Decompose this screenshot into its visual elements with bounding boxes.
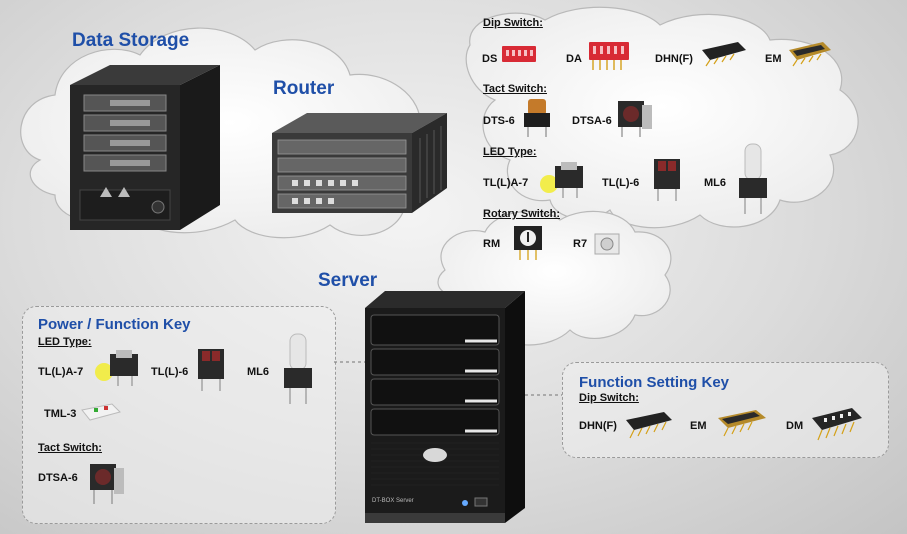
server-device	[365, 291, 525, 523]
fsk-dip-dhnf-image	[626, 412, 672, 439]
dip-em-label: EM	[765, 53, 782, 65]
led-ml6-label: ML6	[704, 177, 726, 189]
pfk-tact-switch-title: Tact Switch:	[38, 442, 102, 454]
tact-switch-title: Tact Switch:	[483, 83, 547, 95]
router-device	[272, 113, 447, 213]
dip-da-image	[589, 42, 629, 70]
pfk-led-tll6-image	[198, 349, 224, 391]
led-tll6-image	[654, 159, 680, 201]
power-function-key-title: Power / Function Key	[38, 316, 191, 333]
server-heading: Server	[318, 270, 378, 291]
function-setting-key-panel	[562, 362, 889, 458]
pfk-led-ml6-label: ML6	[247, 366, 269, 378]
dip-ds-image	[502, 46, 536, 62]
rotary-rm-image	[514, 226, 542, 260]
fsk-dip-dhnf-label: DHN(F)	[579, 420, 617, 432]
dip-dhnf-image	[702, 42, 746, 67]
fsk-dip-dm-image	[812, 408, 862, 441]
pfk-tact-dtsa6-image	[90, 464, 124, 504]
dip-ds-label: DS	[482, 53, 498, 65]
pfk-led-tlla7-image	[95, 350, 138, 386]
pfk-led-tll6-label: TL(L)-6	[151, 366, 189, 378]
rotary-rm-label: RM	[483, 238, 501, 250]
pfk-led-tlla7-label: TL(L)A-7	[38, 366, 84, 378]
pfk-led-type-title: LED Type:	[38, 336, 92, 348]
pfk-led-tml3-label: TML-3	[44, 408, 77, 420]
dip-em-image	[789, 42, 831, 67]
tact-dtsa6-label: DTSA-6	[572, 115, 612, 127]
dip-switch-title: Dip Switch:	[483, 17, 543, 29]
dip-da-label: DA	[566, 53, 582, 65]
tact-dts6-image	[524, 99, 550, 137]
led-type-title: LED Type:	[483, 146, 537, 158]
dip-dhnf-label: DHN(F)	[655, 53, 693, 65]
fsk-dip-switch-title: Dip Switch:	[579, 392, 639, 404]
led-tlla7-label: TL(L)A-7	[483, 177, 529, 189]
fsk-dip-em-label: EM	[690, 420, 707, 432]
data-storage-device	[70, 65, 220, 230]
tact-dts6-label: DTS-6	[483, 115, 515, 127]
pfk-tact-dtsa6-label: DTSA-6	[38, 472, 78, 484]
fsk-dip-dm-label: DM	[786, 420, 804, 432]
router-heading: Router	[273, 78, 335, 99]
function-setting-key-title: Function Setting Key	[579, 374, 729, 391]
led-tll6-label: TL(L)-6	[602, 177, 640, 189]
pfk-led-ml6-image	[284, 333, 312, 404]
pfk-led-tml3-image	[81, 403, 121, 421]
tact-dtsa6-image	[618, 101, 652, 137]
led-ml6-image	[739, 143, 767, 214]
fsk-dip-em-image	[718, 410, 766, 437]
power-function-key-panel	[22, 306, 336, 524]
rotary-switch-title: Rotary Switch:	[483, 208, 561, 220]
rotary-r7-image	[594, 233, 620, 255]
data-storage-heading: Data Storage	[72, 30, 190, 51]
led-tlla7-image	[540, 162, 583, 198]
rotary-r7-label: R7	[573, 238, 588, 250]
server-front-label: DT-BOX Server	[372, 498, 414, 504]
